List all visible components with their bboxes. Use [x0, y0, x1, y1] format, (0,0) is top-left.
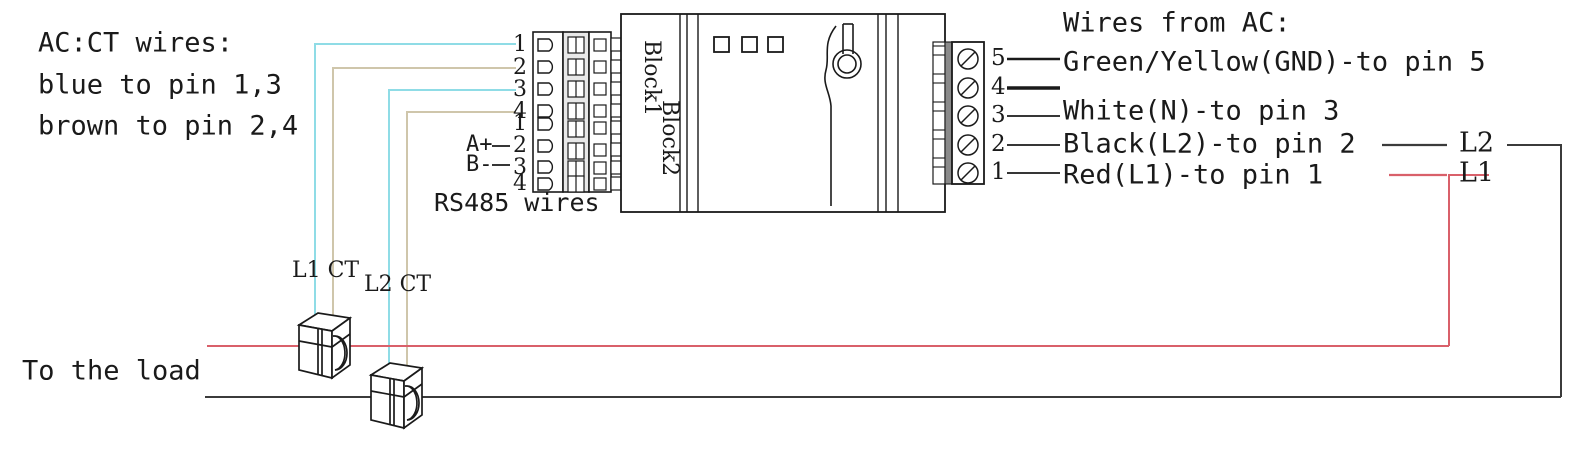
led-indicator-2 — [741, 36, 758, 53]
right-pin-label-2: 2 — [991, 131, 1006, 157]
left-connector-screws — [567, 36, 585, 193]
right-notes-row-l2: Black(L2)-to pin 2 — [1063, 129, 1356, 160]
right-terminal-leads — [1007, 57, 1060, 174]
device-block2-label: Block2 — [657, 100, 682, 176]
rs485-signal-a-plus: A+ — [466, 132, 493, 157]
ct-l2-aperture — [404, 385, 420, 421]
led-indicator-3 — [767, 36, 784, 53]
rs485-labels: A+ B- RS485 wires — [434, 132, 600, 217]
screw-terminal-4 — [957, 77, 979, 99]
right-notes: Wires from AC: Green/Yellow(GND)-to pin … — [1063, 8, 1486, 191]
left-terminal-block[interactable]: 1 2 3 4 1 2 3 4 — [513, 31, 622, 196]
ct-clamp-l2-label: L2 CT — [364, 272, 431, 297]
rs485-leads — [492, 145, 510, 166]
left-connector-entry-holes — [537, 38, 554, 191]
left-pin-label-2b: 2 — [513, 133, 527, 158]
right-terminal-pin-labels: 5 4 3 2 1 — [991, 45, 1006, 185]
left-connector-rear-pads — [593, 38, 607, 191]
ct-wire-blue-pin1 — [314, 43, 516, 330]
screw-terminal-5 — [957, 48, 979, 70]
device-right-ribs — [877, 14, 899, 212]
right-pin-label-1: 1 — [991, 159, 1006, 185]
left-connector-tabs — [610, 37, 622, 191]
screw-terminal-2 — [957, 134, 979, 156]
left-pin-label-3a: 3 — [513, 77, 527, 102]
screw-terminal-1 — [957, 162, 979, 184]
right-connector-screws — [957, 48, 979, 184]
load-label: To the load — [22, 356, 201, 387]
ct-clamp-l2[interactable]: L2 CT — [364, 272, 431, 430]
ct-wire-blue-pin3 — [388, 89, 516, 380]
left-notes-blue: blue to pin 1,3 — [38, 70, 282, 101]
ct-clamp-l1[interactable]: L1 CT — [292, 258, 359, 380]
left-pin-label-1a: 1 — [513, 32, 527, 57]
led-indicator-1 — [713, 36, 730, 53]
left-pin-label-3b: 3 — [513, 155, 527, 180]
energy-meter-device[interactable]: Block1 Block2 — [620, 13, 946, 213]
right-notes-heading: Wires from AC: — [1063, 8, 1291, 39]
phase-label-l2: L2 — [1459, 128, 1494, 159]
right-routing — [1448, 144, 1562, 397]
ct-l1-front-face — [298, 323, 333, 380]
right-terminal-block[interactable]: 5 4 3 2 1 — [932, 41, 1060, 185]
screw-terminal-3 — [957, 105, 979, 127]
left-notes-heading: AC:CT wires: — [38, 28, 233, 59]
phase-label-l1: L1 — [1459, 158, 1494, 189]
left-pin-label-2a: 2 — [513, 55, 527, 80]
right-pin-label-4: 4 — [991, 74, 1006, 100]
left-pin-label-4a: 4 — [513, 99, 527, 124]
routing-l1-red — [1448, 174, 1489, 346]
phase-line-leads: L2 L1 — [1382, 128, 1494, 189]
ct-wire-brown-pin4 — [406, 111, 516, 380]
device-left-ribs — [679, 14, 699, 212]
routing-l2-black — [1507, 144, 1562, 397]
ct-clamp-l1-label: L1 CT — [292, 258, 359, 283]
rs485-wires-label: RS485 wires — [434, 188, 600, 217]
right-notes-row-l1: Red(L1)-to pin 1 — [1063, 160, 1323, 191]
device-block1-label: Block1 — [639, 40, 664, 116]
device-led-indicators — [713, 36, 784, 53]
load-lines — [205, 345, 1561, 398]
rs485-signal-b-minus: B- — [466, 152, 493, 177]
left-notes: AC:CT wires: blue to pin 1,3 brown to pi… — [38, 28, 298, 142]
right-connector-spine — [944, 41, 953, 185]
ct-wire-group — [314, 43, 516, 380]
right-notes-row-gnd: Green/Yellow(GND)-to pin 5 — [1063, 47, 1486, 78]
left-terminal-pin-labels: 1 2 3 4 1 2 3 4 — [513, 32, 527, 196]
din-rail-clip — [824, 23, 862, 206]
left-pin-label-4b: 4 — [513, 171, 527, 196]
left-notes-brown: brown to pin 2,4 — [38, 111, 298, 142]
ct-l2-front-face — [370, 373, 405, 430]
ct-wire-brown-pin2 — [332, 67, 516, 330]
ct-l1-aperture — [332, 335, 348, 371]
left-pin-label-1b: 1 — [513, 111, 527, 136]
right-pin-label-3: 3 — [991, 102, 1006, 128]
right-pin-label-5: 5 — [991, 45, 1006, 71]
right-notes-row-neutral: White(N)-to pin 3 — [1063, 96, 1339, 127]
